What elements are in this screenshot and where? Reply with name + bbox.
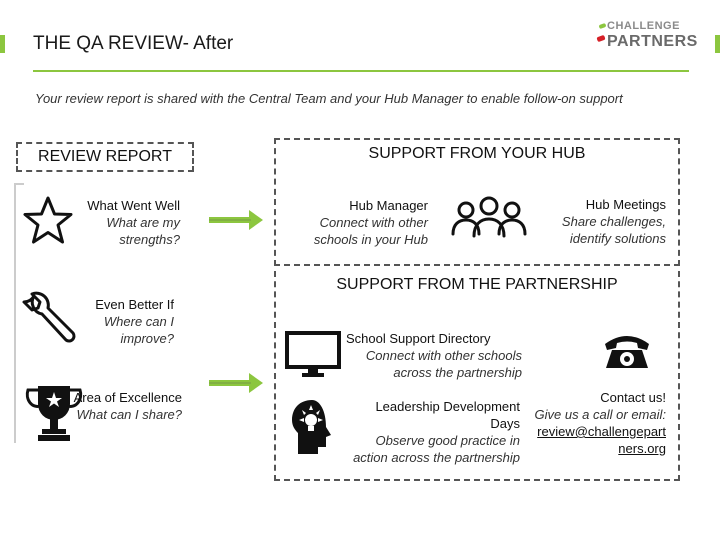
review-report-title: REVIEW REPORT: [38, 148, 172, 165]
hub-meetings-heading: Hub Meetings: [585, 197, 666, 212]
wwb-sub: What are my strengths?: [106, 215, 180, 247]
hub-support-box: SUPPORT FROM YOUR HUB: [274, 138, 680, 266]
aoe-block: Area of Excellence What can I share?: [60, 389, 182, 423]
monitor-icon: [285, 331, 341, 377]
star-icon: [23, 196, 73, 244]
hub-manager-heading: Hub Manager: [349, 198, 428, 213]
wwb-block: What Went Well What are my strengths?: [60, 197, 180, 248]
left-accent-bar: [0, 35, 5, 53]
ebi-block: Even Better If Where can I improve?: [60, 296, 174, 347]
hub-manager-block: Hub Manager Connect with other schools i…: [296, 197, 428, 248]
directory-heading: School Support Directory: [346, 331, 491, 346]
contact-block: Contact us! Give us a call or email: rev…: [532, 389, 667, 457]
telephone-icon: [605, 336, 649, 368]
hub-meetings-sub: Share challenges, identify solutions: [561, 214, 666, 246]
directory-block: School Support Directory Connect with ot…: [346, 330, 522, 381]
people-group-icon: [451, 196, 527, 238]
left-column-line: [14, 183, 16, 443]
wrench-icon: [22, 291, 76, 343]
directory-sub: Connect with other schools across the pa…: [365, 348, 522, 380]
wwb-heading: What Went Well: [87, 198, 180, 213]
aoe-sub: What can I share?: [76, 407, 183, 422]
page-title: THE QA REVIEW- After: [33, 33, 234, 54]
challenge-partners-logo: CHALLENGE PARTNERS: [596, 18, 697, 58]
partnership-support-box: SUPPORT FROM THE PARTNERSHIP: [274, 271, 680, 481]
aoe-heading: Area of Excellence: [73, 390, 182, 405]
logo-line2: PARTNERS: [607, 33, 698, 50]
leadership-heading: Leadership Development Days: [375, 399, 520, 431]
title-rule: [33, 70, 689, 72]
hub-manager-sub: Connect with other schools in your Hub: [313, 215, 428, 247]
contact-email-link[interactable]: review@challengepartners.org: [537, 424, 666, 456]
review-report-box: REVIEW REPORT: [16, 142, 194, 172]
arrow-to-hub-icon: [209, 210, 263, 230]
ebi-heading: Even Better If: [95, 297, 174, 312]
left-column-cap: [14, 183, 24, 185]
contact-heading: Contact us!: [600, 390, 666, 405]
ebi-sub: Where can I improve?: [103, 314, 174, 346]
leadership-block: Leadership Development Days Observe good…: [346, 398, 520, 466]
logo-line1: CHALLENGE: [607, 20, 680, 32]
hub-meetings-block: Hub Meetings Share challenges, identify …: [540, 196, 666, 247]
leadership-sub: Observe good practice in action across t…: [353, 433, 520, 465]
logo-swoosh-green: [598, 22, 607, 30]
hub-box-title: SUPPORT FROM YOUR HUB: [368, 145, 586, 162]
right-accent-bar: [715, 35, 720, 53]
page-subtitle: Your review report is shared with the Ce…: [35, 91, 623, 106]
logo-swoosh-red: [596, 34, 606, 43]
trophy-icon: [25, 386, 83, 441]
partnership-box-title: SUPPORT FROM THE PARTNERSHIP: [336, 276, 618, 293]
arrow-to-partnership-icon: [209, 373, 263, 393]
leadership-head-icon: [292, 400, 331, 454]
contact-sub: Give us a call or email:: [534, 407, 667, 422]
